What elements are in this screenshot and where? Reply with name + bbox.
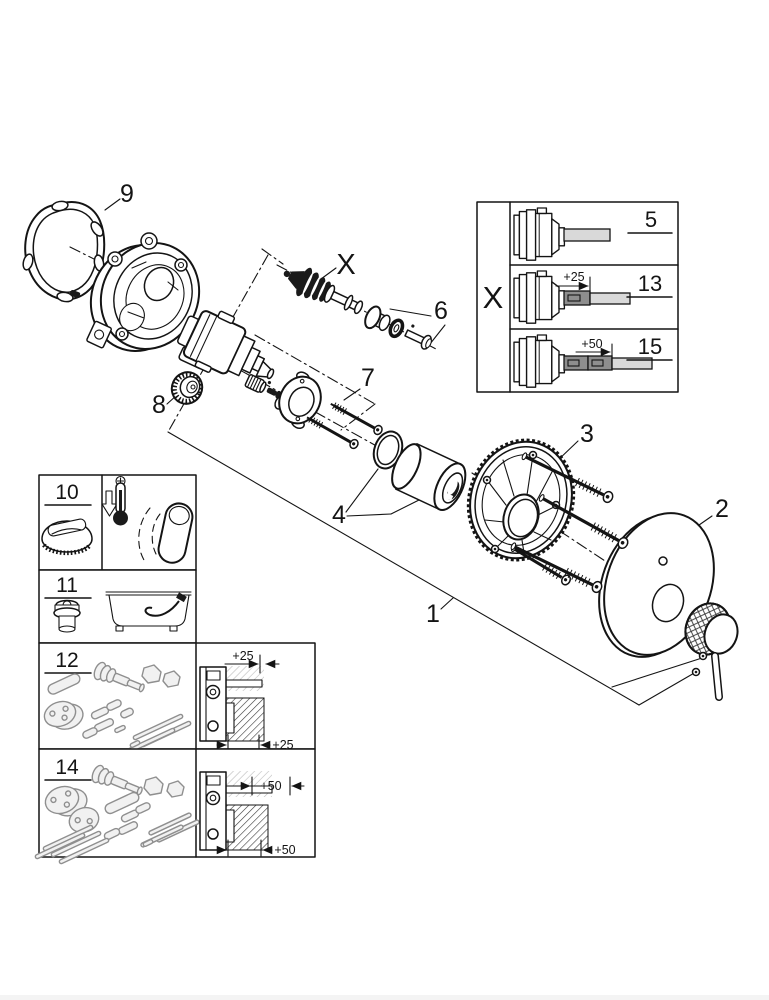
cartridge bbox=[182, 310, 275, 380]
inset-offset-13: +25 bbox=[563, 270, 584, 284]
rosette-3 bbox=[466, 438, 576, 562]
callout-6: 6 bbox=[434, 297, 448, 325]
inset-box-12: 12 bbox=[38, 642, 316, 755]
inset-x-label: X bbox=[483, 280, 504, 315]
inset-row-5: 5 bbox=[513, 207, 673, 261]
inset-box-11: 11 bbox=[38, 569, 197, 644]
inset-x-box: X 5 +25 13 +50 1 bbox=[476, 201, 679, 393]
callout-7: 7 bbox=[361, 364, 375, 392]
callout-x: X bbox=[336, 249, 355, 281]
box14-label: 14 bbox=[55, 756, 79, 779]
callout-9: 9 bbox=[120, 180, 134, 208]
callout-3: 3 bbox=[580, 420, 594, 448]
inset-part-15: 15 bbox=[638, 334, 662, 359]
boot-spindle-x bbox=[283, 267, 364, 315]
inset-box-14: 14 bbox=[34, 748, 316, 865]
inset-row-13: +25 13 bbox=[513, 270, 673, 324]
oring-sleeve-4 bbox=[372, 430, 467, 511]
cap-part-8 bbox=[170, 371, 204, 405]
outlet-fitting-icon bbox=[53, 599, 81, 633]
escutcheon-7 bbox=[274, 371, 386, 452]
temp-limit-cap-icon bbox=[41, 518, 93, 556]
wall-plate-2 bbox=[598, 512, 715, 658]
inset-part-13: 13 bbox=[638, 271, 662, 296]
box11-label: 11 bbox=[56, 574, 78, 597]
lever-motion-icon bbox=[138, 502, 194, 564]
box14-offset-top: +50 bbox=[260, 779, 281, 793]
page-edge bbox=[0, 995, 769, 1000]
adapter bbox=[244, 374, 281, 399]
box12-label: 12 bbox=[55, 649, 78, 672]
bathtub-icon bbox=[105, 591, 192, 632]
handle bbox=[684, 602, 739, 701]
box12-offset-top: +25 bbox=[232, 649, 253, 663]
callout-4: 4 bbox=[332, 501, 346, 529]
rough-in-depth-12: +25 +25 bbox=[199, 649, 294, 752]
spare-parts-cluster-12 bbox=[43, 660, 192, 755]
callout-8: 8 bbox=[152, 391, 166, 419]
rough-in-depth-14: +50 +50 bbox=[199, 771, 305, 857]
fastener-set-6 bbox=[364, 305, 432, 350]
inset-offset-15: +50 bbox=[581, 337, 602, 351]
inset-box-10: 10 bbox=[38, 474, 197, 644]
thermometer-icon bbox=[101, 475, 128, 526]
callouts: 9 X 6 7 8 4 1 3 2 bbox=[120, 180, 729, 628]
inset-row-15: +50 15 bbox=[513, 334, 673, 388]
callout-1: 1 bbox=[426, 600, 440, 628]
inset-part-5: 5 bbox=[645, 207, 657, 232]
box14-offset-bottom: +50 bbox=[274, 843, 295, 857]
spare-parts-cluster-14 bbox=[34, 763, 200, 865]
gasket-part-9 bbox=[22, 200, 106, 303]
callout-2: 2 bbox=[715, 495, 729, 523]
box10-label: 10 bbox=[55, 481, 78, 504]
